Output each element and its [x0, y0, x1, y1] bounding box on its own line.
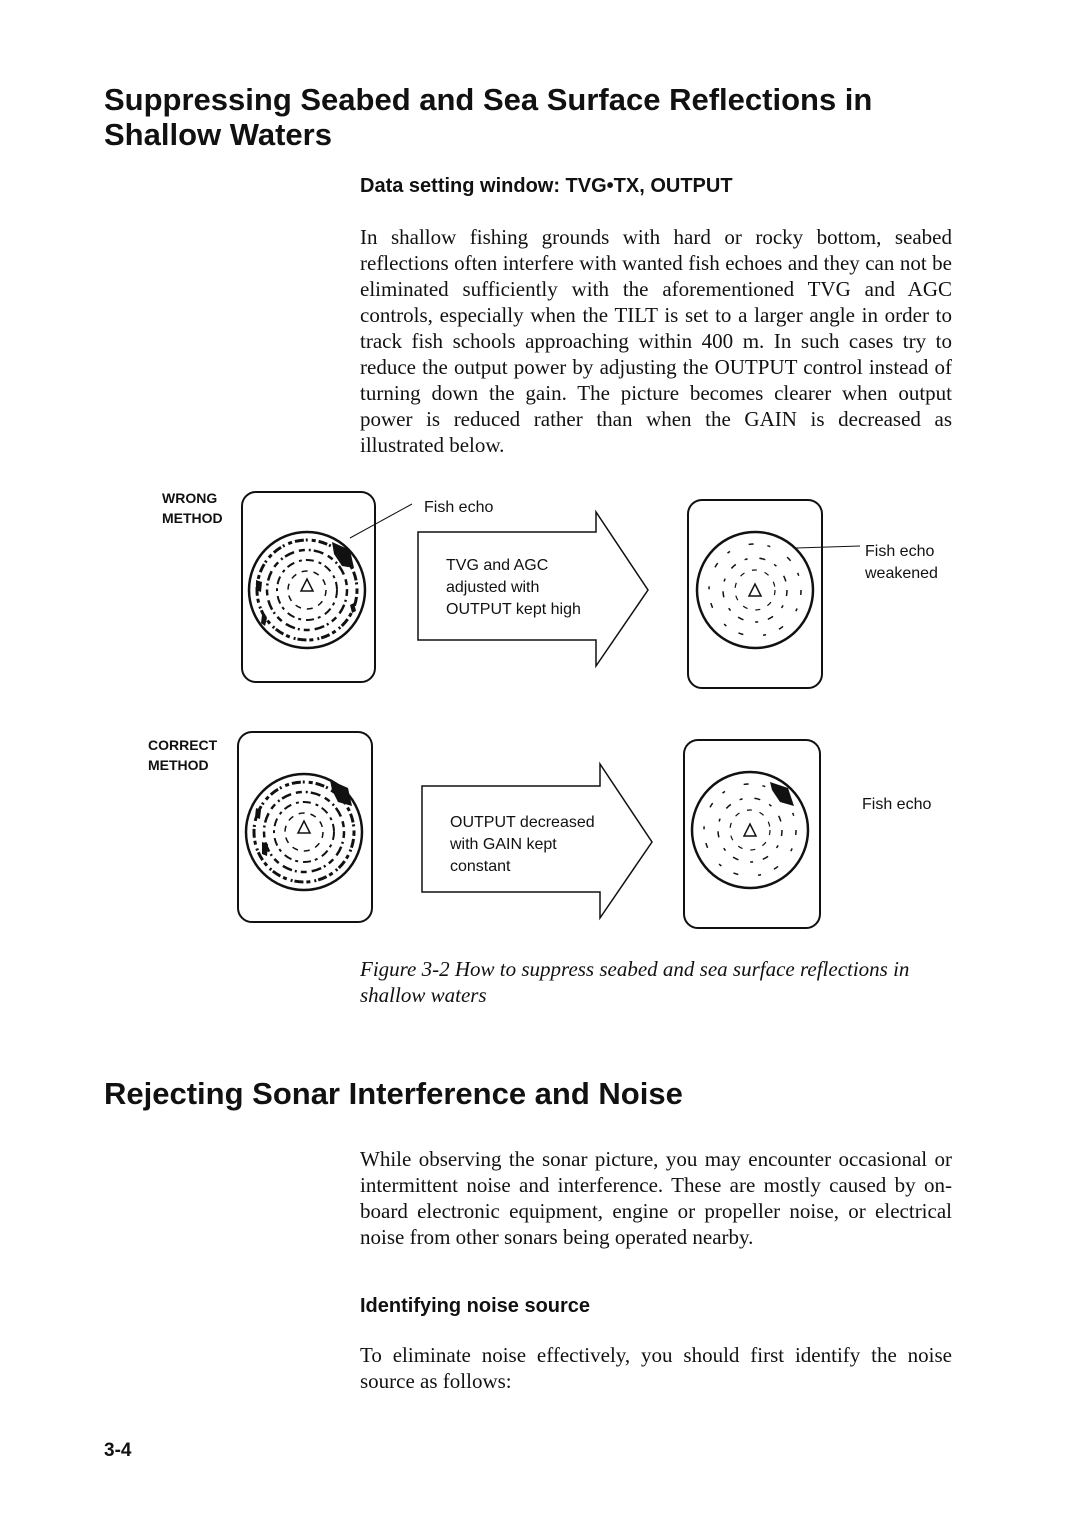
subheading-identifying-noise: Identifying noise source: [360, 1295, 591, 1317]
wrong-before-screen: [241, 491, 376, 683]
arrow2-text-3: constant: [450, 858, 511, 875]
arrow-output-decreased: OUTPUT decreased with GAIN kept constant: [421, 761, 653, 921]
paragraph-eliminate-noise: To eliminate noise effectively, you shou…: [360, 1343, 952, 1393]
fish-echo-label-top: Fish echo: [424, 499, 493, 516]
arrow1-text-3: OUTPUT kept high: [446, 601, 581, 618]
subheading-data-setting-window: Data setting window: TVG•TX, OUTPUT: [360, 175, 733, 197]
arrow1-text-2: adjusted with: [446, 579, 539, 596]
section-title-suppressing: Suppressing Seabed and Sea Surface Refle…: [104, 82, 873, 152]
figure-caption: Figure 3-2 How to suppress seabed and se…: [360, 957, 910, 1007]
correct-before-screen: [237, 731, 373, 923]
correct-method-label-1: CORRECT: [148, 737, 218, 753]
wrong-method-label-1: WRONG: [162, 490, 217, 506]
correct-after-screen: [683, 739, 821, 929]
arrow2-text-1: OUTPUT decreased: [450, 814, 595, 831]
fish-echo-label-bottom: Fish echo: [862, 796, 931, 813]
paragraph-shallow-fishing: In shallow fishing grounds with hard or …: [360, 225, 952, 457]
wrong-method-label-2: METHOD: [162, 510, 223, 526]
arrow2-text-2: with GAIN kept: [449, 836, 557, 853]
sonar-comparison-figure: WRONG METHOD CORRECT METHOD TVG and AGC …: [148, 490, 938, 929]
page-number: 3-4: [104, 1440, 132, 1461]
section-title-rejecting-noise: Rejecting Sonar Interference and Noise: [104, 1076, 683, 1111]
fish-echo-weakened-1: Fish echo: [865, 543, 934, 560]
correct-method-label-2: METHOD: [148, 757, 209, 773]
wrong-after-screen: [687, 499, 861, 689]
fish-echo-weakened-2: weakened: [864, 565, 938, 582]
paragraph-observing-noise: While observing the sonar picture, you m…: [360, 1147, 952, 1249]
arrow-tvg-agc: TVG and AGC adjusted with OUTPUT kept hi…: [417, 509, 649, 669]
arrow1-text-1: TVG and AGC: [446, 557, 548, 574]
